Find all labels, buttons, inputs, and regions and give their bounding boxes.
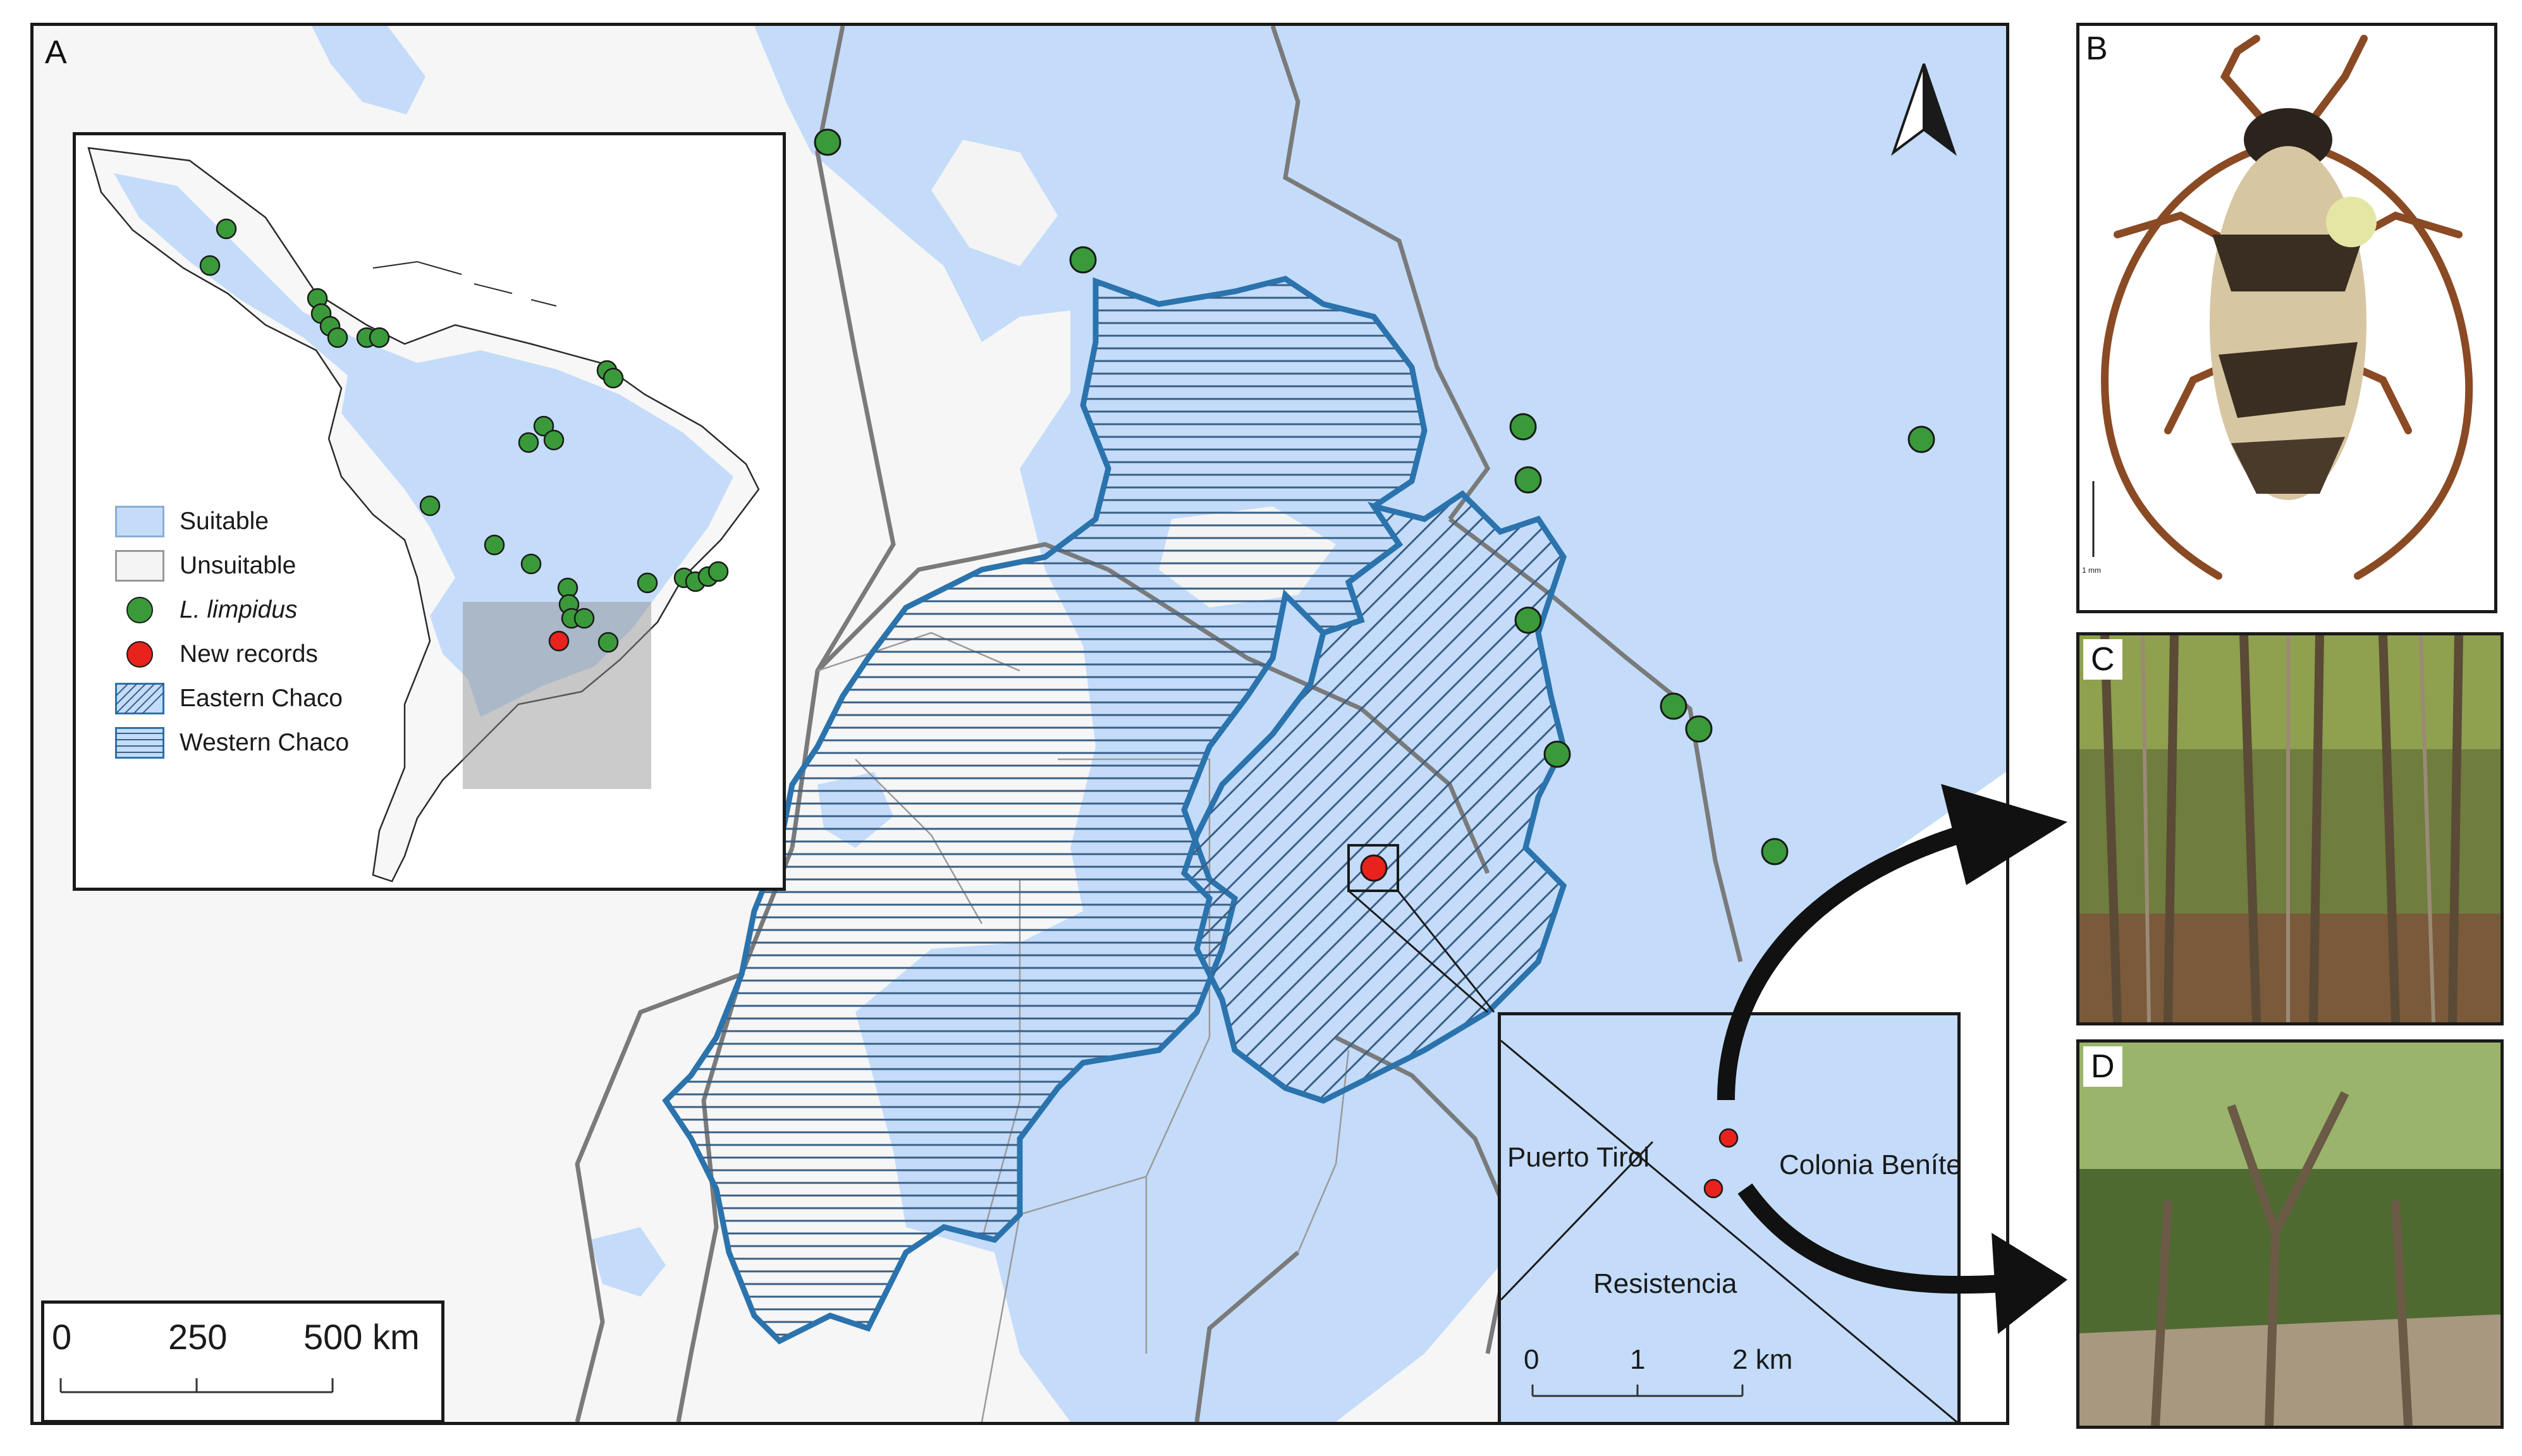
occurrence-point [1761,838,1789,866]
occurrence-point [707,561,729,582]
occurrence-markers [814,128,1935,866]
occurrence-point [199,255,221,276]
locator-line-1 [1348,890,1488,1013]
unsuitable-pocket-1 [931,140,1058,266]
legend-item-suitable: Suitable [115,499,349,544]
legend-label: Western Chaco [180,729,350,756]
legend-label: New records [180,640,318,668]
habitat-photo-d: D [2076,1039,2504,1429]
occurrence-point [814,128,842,156]
map-legend: Suitable Unsuitable L. limpidus New reco… [115,499,349,765]
locator-line-2 [1397,890,1495,1013]
occurrence-point [1509,413,1537,441]
occurrence-point [1907,425,1935,453]
occurrence-point [1069,246,1097,274]
occurrence-point [518,432,539,453]
occurrence-point [419,495,441,517]
arrow-to-panel-d [1737,1183,2005,1294]
scale-tick-250: 250 [168,1317,228,1357]
occurrence-point [1685,715,1713,743]
suitable-swatch [115,506,164,537]
occurrence-point [484,534,505,556]
north-arrow-icon [1891,63,1957,156]
horizontal-hatch-swatch [115,727,164,759]
inset-occurrence-markers [199,218,729,653]
inset-scale-tick-2: 2 km [1732,1344,1793,1375]
occurrence-point [597,632,619,653]
place-resistencia: Resistencia [1593,1268,1737,1299]
suitable-inset-north [114,173,733,717]
beetle-specimen-image [2092,35,2473,580]
occurrence-point [1543,740,1571,768]
red-dot-icon [126,641,153,668]
occurrence-point [327,327,348,348]
occurrence-point [216,218,237,240]
new-record-marker [1360,854,1388,882]
legend-item-new-records: New records [115,632,349,676]
legend-item-occurrences: L. limpidus [115,588,349,632]
occurrence-point [1514,606,1542,634]
forest-image-c [2079,635,2501,1022]
panel-label-a: A [45,34,67,71]
new-record-point [1718,1128,1739,1148]
legend-label: L. limpidus [180,596,298,623]
locator-box [1347,844,1399,892]
continent-inset-map [87,147,760,883]
occurrence-point [637,572,658,594]
occurrence-point [533,415,554,437]
arrow-to-panel-c [1717,826,1963,1101]
legend-label: Unsuitable [180,552,297,579]
unsuitable-swatch [115,550,164,582]
occurrence-point [369,327,390,348]
local-inset-canvas [1501,1039,1957,1422]
place-puerto-tirol: Puerto Tirol [1507,1142,1650,1173]
arrow-head-d [1992,1233,2067,1334]
arrow-head-c [1941,784,2067,885]
new-record-marker-inset [548,630,570,652]
panel-label-d: D [2083,1046,2122,1087]
occurrence-point [1514,466,1542,494]
forest-image-d [2079,1043,2501,1426]
place-colonia-benitez: Colonia Benítez [1779,1149,1961,1180]
specimen-scale-text: 1 mm [2082,566,2101,575]
legend-label: Suitable [180,508,269,535]
occurrence-point [520,553,542,575]
panel-label-b: B [2086,30,2108,67]
habitat-photo-c: C [2076,632,2504,1025]
scale-bar-graphic [59,1378,334,1393]
occurrence-point [543,429,565,451]
main-map-panel: A [30,23,2009,1425]
legend-item-unsuitable: Unsuitable [115,544,349,588]
legend-item-eastern-chaco: Eastern Chaco [115,676,349,721]
green-dot-icon [126,597,153,623]
inset-scale-tick-0: 0 [1524,1344,1540,1375]
continent-inset: Suitable Unsuitable L. limpidus New reco… [73,132,786,891]
legend-label: Eastern Chaco [180,685,343,712]
occurrence-point [573,608,595,629]
inset-scale-tick-1: 1 [1630,1344,1646,1375]
caribbean-islands [372,260,557,307]
occurrence-point [1660,692,1687,720]
legend-item-western-chaco: Western Chaco [115,721,349,765]
scale-tick-0: 0 [52,1317,72,1357]
scale-bar: 0 250 500 km [41,1300,444,1422]
specimen-panel: B 1 mm [2076,23,2497,613]
suitable-patch-sw [590,1227,666,1297]
new-record-point [1703,1178,1723,1199]
panel-label-c: C [2083,639,2122,680]
diagonal-hatch-swatch [115,683,164,714]
scale-tick-500: 500 km [303,1317,420,1357]
eastern-chaco-region [1180,490,1567,1104]
suitable-patch-nw [312,26,425,114]
occurrence-point [603,367,624,389]
